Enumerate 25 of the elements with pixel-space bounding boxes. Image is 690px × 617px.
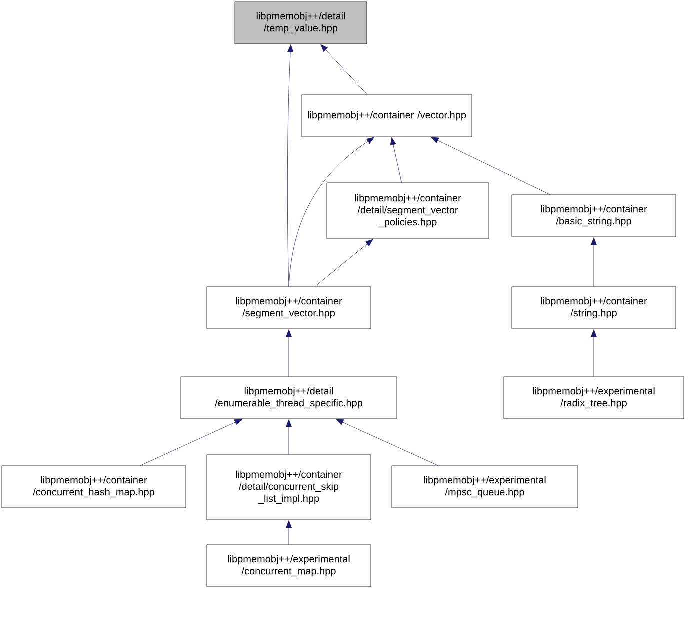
arrow	[320, 44, 368, 95]
file-box: libpmemobj++/container /detail/concurrent_skip _list_impl.hpp	[206, 454, 372, 520]
arrow	[314, 239, 374, 287]
arrow	[286, 330, 292, 377]
file-box: libpmemobj++/container /vector.hpp	[302, 94, 472, 138]
file-box: libpmemobj++/detail /enumerable_thread_specific.hpp	[180, 376, 398, 420]
file-box: libpmemobj++/container /basic_string.hpp	[512, 194, 676, 238]
file-box: libpmemobj++/container /segment_vector.hpp	[206, 286, 372, 330]
arrow	[287, 44, 294, 287]
file-box: libpmemobj++/experimental /mpsc_queue.hpp	[392, 466, 578, 508]
arrow	[431, 137, 550, 195]
arrow	[336, 419, 439, 466]
file-box: libpmemobj++/container /concurrent_hash_map.hpp	[2, 466, 186, 508]
file-box: libpmemobj++/detail /temp_value.hpp	[234, 2, 368, 44]
file-box: libpmemobj++/container /string.hpp	[512, 286, 676, 330]
arrow	[591, 330, 597, 377]
arrow	[286, 420, 292, 455]
file-box: libpmemobj++/container /detail/segment_vector _policies.hpp	[326, 182, 490, 240]
arrow	[288, 137, 374, 287]
arrow	[390, 138, 402, 183]
arrow	[286, 520, 292, 545]
arrow	[591, 238, 597, 287]
file-box: libpmemobj++/experimental /concurrent_map.hpp	[206, 544, 372, 588]
file-box: libpmemobj++/experimental /radix_tree.hpp	[504, 376, 684, 420]
arrow	[140, 419, 242, 466]
